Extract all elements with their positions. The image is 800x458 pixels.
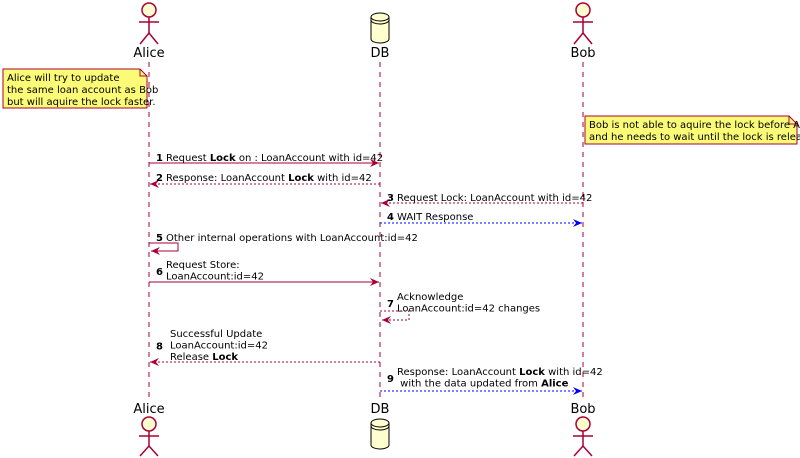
database-icon [370, 418, 390, 450]
message-label-line: Successful Update [170, 329, 262, 340]
message-label-line: Release Lock [170, 352, 238, 363]
message-number: 5 [156, 233, 163, 244]
actor-icon [573, 416, 593, 457]
actor-alice-top: Alice [133, 2, 165, 61]
database-icon [370, 12, 390, 44]
note-line: and he needs to wait until the lock is r… [589, 132, 800, 143]
message-label-line: Request Lock on : LoanAccount with id=42 [166, 153, 383, 164]
message-label-line: with the data updated from Alice [397, 379, 569, 390]
message-label-line: LoanAccount:id=42 [170, 341, 268, 352]
message-label-line: Other internal operations with LoanAccou… [166, 233, 418, 244]
message-label-line: Response: LoanAccount Lock with id=42 [397, 367, 603, 378]
message-label-line: LoanAccount:id=42 [166, 272, 264, 283]
note-bob: Bob is not able to aquire the lock befor… [584, 115, 800, 145]
participant-label-alice: Alice [133, 46, 164, 61]
message-8: 8 Successful UpdateLoanAccount:id=42Relea… [150, 329, 380, 366]
participant-db-bottom: DB [370, 402, 390, 450]
participant-label-db: DB [371, 46, 390, 61]
message-number: 1 [156, 153, 163, 164]
actor-icon [573, 2, 593, 45]
note-alice: Alice will try to update the same loan a… [2, 68, 158, 109]
participant-label-alice: Alice [133, 402, 164, 417]
participant-label-bob: Bob [570, 402, 595, 417]
message-arrow [380, 310, 410, 324]
message-label-line: Request Lock: LoanAccount with id=42 [397, 193, 592, 204]
message-label-line: WAIT Response [397, 212, 473, 223]
message-number: 4 [387, 212, 394, 223]
message-arrow [149, 242, 179, 255]
actor-icon [139, 416, 159, 457]
note-line: but will aquire the lock faster. [7, 97, 156, 108]
actor-bob-bottom: Bob [570, 402, 596, 457]
participant-db-top: DB [370, 12, 390, 61]
note-line: the same loan account as Bob [7, 85, 158, 96]
actor-icon [139, 2, 159, 45]
participant-label-db: DB [371, 402, 390, 417]
note-line: Bob is not able to aquire the lock befor… [589, 120, 800, 131]
actor-bob-top: Bob [570, 2, 596, 61]
message-number: 8 [156, 342, 163, 353]
message-label-line: LoanAccount:id=42 changes [397, 304, 540, 315]
message-number: 6 [156, 267, 163, 278]
message-number: 9 [387, 374, 394, 385]
message-label-line: Request Store: [166, 260, 240, 271]
participant-label-bob: Bob [570, 46, 595, 61]
message-number: 2 [156, 173, 163, 184]
message-label-line: Acknowledge [397, 292, 463, 303]
message-label-line: Response: LoanAccount Lock with id=42 [166, 173, 372, 184]
message-number: 3 [387, 193, 394, 204]
actor-alice-bottom: Alice [133, 402, 165, 457]
message-number: 7 [387, 299, 394, 310]
note-line: Alice will try to update [7, 73, 120, 84]
